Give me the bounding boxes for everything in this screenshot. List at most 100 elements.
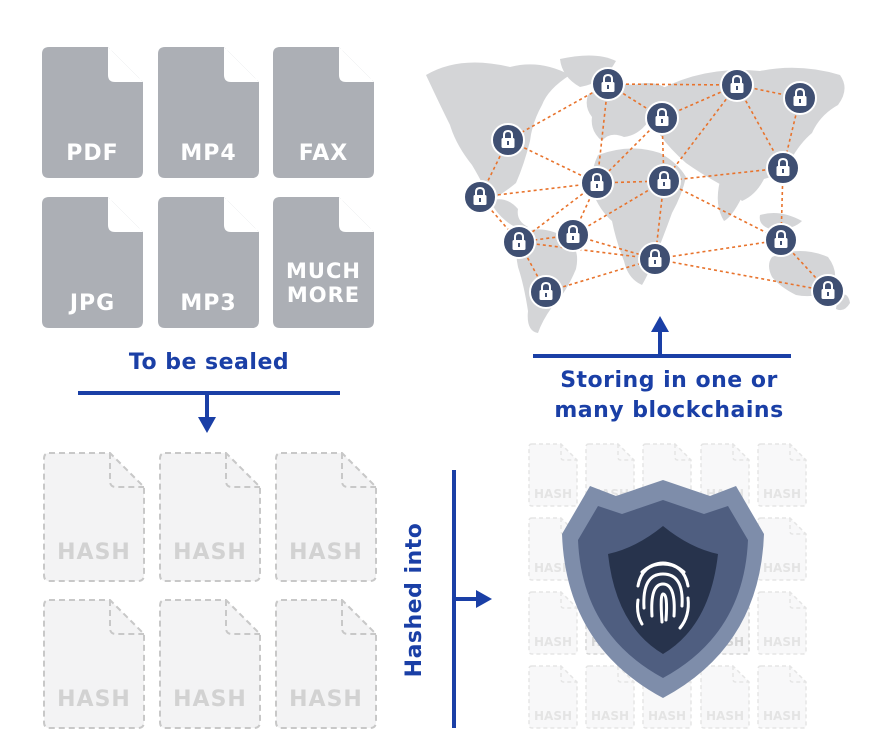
hash-label: HASH [533, 635, 572, 649]
hash-label: HASH [57, 540, 131, 565]
hash-file-5: HASH [274, 598, 378, 730]
hash-label: HASH [533, 709, 572, 723]
dashed-file-icon [757, 517, 807, 581]
blockchain-link [518, 182, 598, 243]
dashed-file-icon [159, 452, 261, 582]
arrow-right-icon [456, 590, 492, 608]
blockchain-link [518, 241, 656, 260]
lock-icon [647, 164, 681, 198]
blockchain-world-map [426, 55, 850, 333]
mini-hash-file: HASH [528, 591, 578, 655]
blockchain-link [736, 84, 801, 99]
dashed-file-icon [275, 599, 377, 729]
hash-label: HASH [590, 709, 629, 723]
step-to-be-sealed-label: To be sealed [128, 350, 290, 375]
lock-icon [491, 123, 525, 157]
dashed-file-icon [159, 599, 261, 729]
lock-icon [591, 67, 625, 101]
lock-icon [764, 223, 798, 257]
blockchain-link [663, 180, 782, 241]
blockchain-link [507, 83, 609, 141]
dashed-file-icon [757, 665, 807, 729]
dashed-file-icon [528, 591, 578, 655]
file-icon [42, 197, 143, 328]
source-file-5: MUCH MORE [273, 197, 374, 328]
file-type-label: MP4 [180, 141, 237, 166]
blockchain-link [654, 258, 829, 292]
blockchain-link [596, 83, 609, 184]
mini-hash-file: HASH [757, 517, 807, 581]
lock-icon [783, 81, 817, 115]
dashed-file-icon [585, 665, 635, 729]
blockchain-link [507, 139, 598, 184]
hash-label: HASH [762, 561, 801, 575]
lock-icon [645, 101, 679, 135]
hash-label: HASH [289, 687, 363, 712]
dashed-file-icon [43, 452, 145, 582]
hash-label: HASH [647, 709, 686, 723]
lock-icon [811, 274, 845, 308]
hash-label: HASH [173, 687, 247, 712]
arrow-down-icon [198, 395, 216, 433]
hash-file-2: HASH [274, 451, 378, 583]
blockchain-link [545, 258, 656, 293]
mini-hash-file: HASH [528, 443, 578, 507]
dashed-file-icon [757, 591, 807, 655]
step-hashed-into-text: Hashed into [402, 522, 427, 678]
file-icon [158, 197, 259, 328]
blockchain-link [479, 139, 509, 198]
lock-icon [529, 275, 563, 309]
lock-icon [720, 68, 754, 102]
file-icon [42, 47, 143, 178]
blockchain-link [654, 239, 782, 260]
blockchain-link [663, 84, 738, 182]
file-icon [273, 47, 374, 178]
mini-hash-file: HASH [757, 665, 807, 729]
hash-label: HASH [762, 709, 801, 723]
source-file-1: MP4 [158, 47, 259, 178]
hash-label: HASH [533, 561, 572, 575]
lock-icon [638, 242, 672, 276]
file-icon [273, 197, 374, 328]
source-file-0: PDF [42, 47, 143, 178]
arrow-up-icon [651, 316, 669, 356]
blockchain-link [661, 117, 665, 182]
hash-file-1: HASH [158, 451, 262, 583]
blockchain-link [479, 182, 598, 198]
blockchain-nodes [463, 67, 845, 309]
hash-file-0: HASH [42, 451, 146, 583]
hash-label: HASH [762, 635, 801, 649]
hash-label: HASH [533, 487, 572, 501]
source-file-2: FAX [273, 47, 374, 178]
dashed-file-icon [528, 443, 578, 507]
lock-icon [556, 218, 590, 252]
dashed-file-icon [757, 443, 807, 507]
hash-label: HASH [173, 540, 247, 565]
source-file-4: MP3 [158, 197, 259, 328]
dashed-file-icon [43, 599, 145, 729]
file-type-label: MUCH MORE [286, 259, 361, 307]
store-divider-line [533, 354, 791, 358]
blockchain-link [607, 83, 663, 119]
blockchain-link [663, 167, 784, 182]
lock-icon [766, 151, 800, 185]
hash-file-3: HASH [42, 598, 146, 730]
file-type-label: MP3 [180, 291, 237, 316]
mini-hash-file: HASH [757, 591, 807, 655]
file-type-label: JPG [69, 291, 116, 316]
hashed-into-line [452, 470, 456, 728]
hash-file-4: HASH [158, 598, 262, 730]
hash-label: HASH [57, 687, 131, 712]
file-icon [158, 47, 259, 178]
fingerprint-shield-icon [562, 480, 764, 698]
lock-icon [580, 166, 614, 200]
hash-label: HASH [289, 540, 363, 565]
hash-label: HASH [705, 709, 744, 723]
step-storing-label: Storing in one or many blockchains [554, 368, 784, 423]
file-type-label: FAX [298, 141, 349, 166]
file-type-label: PDF [66, 141, 119, 166]
hash-label: HASH [762, 487, 801, 501]
lock-icon [502, 225, 536, 259]
mini-hash-file: HASH [757, 443, 807, 507]
dashed-file-icon [528, 665, 578, 729]
